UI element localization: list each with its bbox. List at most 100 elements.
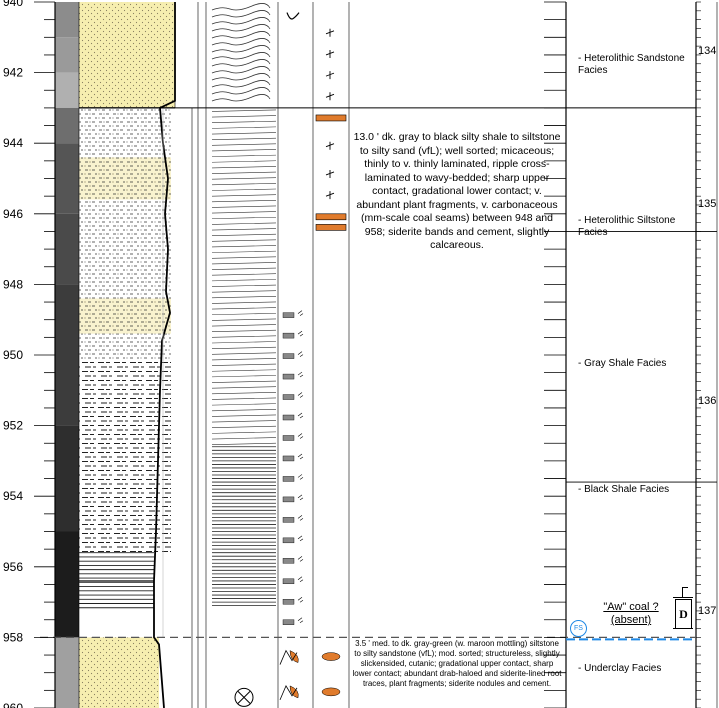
parallel-lamination xyxy=(211,126,277,129)
sample-marker-cap xyxy=(673,597,693,598)
parallel-lamination xyxy=(211,149,277,152)
plant-fragment-mark xyxy=(297,494,304,501)
gamma-band xyxy=(55,425,79,532)
slickenside-mark xyxy=(279,685,298,701)
sample-marker-flag xyxy=(682,587,688,588)
plant-fragment-icon xyxy=(282,435,295,441)
bivalve-icon xyxy=(286,12,300,20)
unit-number-136: 136 xyxy=(698,395,717,407)
sample-marker-label: D xyxy=(675,599,692,629)
parallel-lamination xyxy=(211,262,277,265)
parallel-lamination xyxy=(211,408,277,412)
unit-number-135: 135 xyxy=(698,198,717,210)
ripple-lamination xyxy=(211,66,271,74)
slickenside-mark xyxy=(279,649,298,665)
parallel-lamination xyxy=(211,431,277,434)
plant-fragment-icon xyxy=(282,414,295,421)
parallel-lamination xyxy=(211,324,277,327)
parallel-lamination xyxy=(211,363,277,366)
calcareous-symbol xyxy=(325,71,335,80)
gamma-band xyxy=(55,37,79,73)
lith-bed xyxy=(79,298,171,334)
lithology-column xyxy=(79,2,176,708)
structureless-symbol xyxy=(234,687,254,707)
coal-annotation-line2: (absent) xyxy=(610,614,652,626)
parallel-lamination xyxy=(211,216,277,220)
lith-underclay xyxy=(79,637,159,708)
parallel-lamination xyxy=(211,329,277,333)
plant-fragment-mark xyxy=(297,556,304,562)
depth-label: 942 xyxy=(3,66,23,80)
sample-marker: D xyxy=(673,587,693,631)
structureless-cross xyxy=(237,691,251,704)
depth-label: 944 xyxy=(3,136,23,150)
ripple-lamination xyxy=(211,73,271,81)
parallel-lamination xyxy=(211,171,277,174)
coal-annotation: "Aw" coal ? (absent) xyxy=(598,601,664,627)
gamma-band xyxy=(55,284,79,426)
depth-label: 954 xyxy=(3,489,23,503)
calcareous-symbol xyxy=(325,92,335,101)
grain-size-profile xyxy=(153,2,176,708)
plant-fragment-icon xyxy=(282,558,295,564)
parallel-lamination xyxy=(211,375,277,378)
gamma-band xyxy=(55,2,79,38)
plant-fragment-icon xyxy=(282,619,295,625)
parallel-lamination xyxy=(211,188,277,191)
plant-fragment-icon xyxy=(282,353,295,359)
gamma-column xyxy=(55,2,79,708)
lith-bed xyxy=(79,157,171,200)
parallel-lamination xyxy=(211,341,277,344)
plant-fragment-mark xyxy=(297,392,304,398)
ripple-lamination xyxy=(211,94,271,102)
parallel-lamination xyxy=(211,245,277,248)
gamma-band xyxy=(55,107,79,144)
plant-fragment-icon xyxy=(282,517,295,523)
facies-label-black-shale: - Black Shale Facies xyxy=(578,484,670,495)
lith-bed xyxy=(79,107,171,158)
unit-number-134: 134 xyxy=(698,45,717,57)
plant-fragment-mark xyxy=(297,576,304,583)
calcareous-symbol xyxy=(325,191,335,200)
depth-label: 960 xyxy=(3,701,23,708)
plant-fragment-icon xyxy=(282,537,295,544)
parallel-lamination xyxy=(211,160,277,163)
calcareous-symbol xyxy=(325,28,335,37)
calcareous-symbol xyxy=(325,169,335,178)
facies-label-gray-shale: - Gray Shale Facies xyxy=(578,358,667,369)
structures-column xyxy=(211,3,277,707)
fossil-column xyxy=(279,12,347,701)
parallel-lamination xyxy=(211,403,277,406)
parallel-lamination xyxy=(211,414,277,417)
parallel-lamination xyxy=(211,166,277,169)
lith-bed xyxy=(79,333,171,359)
parallel-lamination xyxy=(211,143,277,146)
ripple-lamination xyxy=(211,3,271,11)
parallel-lamination xyxy=(211,346,277,349)
gamma-band xyxy=(55,637,79,708)
siderite-band xyxy=(315,114,347,122)
depth-label: 958 xyxy=(3,630,23,644)
ripple-lamination xyxy=(211,31,271,39)
plant-fragment-icon xyxy=(282,455,295,462)
coal-annotation-line1: "Aw" coal ? xyxy=(603,601,659,613)
ripple-lamination xyxy=(211,17,271,25)
parallel-lamination xyxy=(211,211,277,214)
ripple-lamination xyxy=(211,45,271,53)
parallel-lamination xyxy=(211,279,277,282)
parallel-lamination xyxy=(211,137,277,140)
parallel-lamination xyxy=(211,273,277,276)
parallel-lamination xyxy=(211,239,277,242)
plant-fragment-icon xyxy=(282,312,295,318)
parallel-lamination xyxy=(211,437,277,440)
depth-label: 952 xyxy=(3,419,23,433)
parallel-lamination xyxy=(211,392,277,395)
flooding-surface-marker: FS xyxy=(570,620,587,637)
ripple-lamination xyxy=(211,52,271,60)
description-lower: 3.5 ' med. to dk. gray-green (w. maroon … xyxy=(352,639,562,689)
parallel-lamination xyxy=(211,222,277,225)
facies-label-underclay: - Underclay Facies xyxy=(578,663,662,674)
plant-fragment-icon xyxy=(282,332,295,339)
depth-label: 956 xyxy=(3,560,23,574)
